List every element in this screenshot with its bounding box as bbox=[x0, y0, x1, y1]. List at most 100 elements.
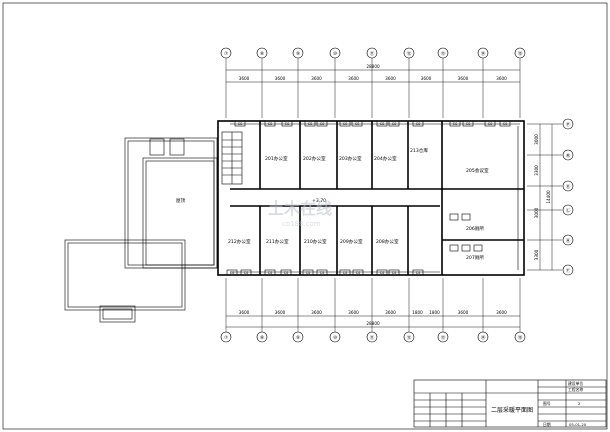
radiator bbox=[226, 269, 238, 276]
radiator-tag: CS bbox=[284, 271, 289, 275]
radiator bbox=[352, 269, 364, 276]
dim-label: 3300 bbox=[534, 249, 539, 260]
axis-label: Ⓗ bbox=[566, 237, 571, 244]
dim-total-label: 28800 bbox=[366, 64, 380, 69]
radiator bbox=[376, 120, 388, 127]
room-label-201: 201办公室 bbox=[265, 155, 288, 162]
dim-label: 1800 bbox=[412, 310, 423, 315]
room-label-208: 208办公室 bbox=[376, 238, 399, 245]
radiator bbox=[302, 269, 314, 276]
room-label-212: 212办公室 bbox=[228, 238, 251, 245]
axis-label: ⑬ bbox=[441, 50, 446, 57]
dim-label: 3600 bbox=[311, 76, 322, 81]
watermark-main: 土木在线 bbox=[268, 199, 332, 218]
radiator bbox=[339, 120, 351, 127]
dim-label: 3600 bbox=[496, 310, 507, 315]
axis-label: ⑬ bbox=[441, 334, 446, 341]
radiator-tag: CS bbox=[503, 122, 508, 126]
radiator-tag: CS bbox=[343, 122, 348, 126]
axis-label: ⑩ bbox=[333, 51, 337, 57]
room-label-203: 203办公室 bbox=[339, 155, 362, 162]
axis-label: Ⓕ bbox=[566, 267, 571, 274]
axis-bubble bbox=[514, 47, 526, 59]
axis-label: Ⓛ bbox=[566, 207, 571, 214]
title-sheet-no-label: 图号 bbox=[543, 401, 551, 406]
dim-label: 3600 bbox=[496, 76, 507, 81]
axis-bubble bbox=[437, 331, 449, 343]
axis-bubble bbox=[329, 47, 341, 59]
roof-wing: 屋顶 bbox=[64, 137, 218, 323]
axis-label: ⑨ bbox=[296, 335, 300, 341]
dim-label: 3000 bbox=[534, 207, 539, 218]
radiator-tag: CS bbox=[416, 122, 421, 126]
radiator-tag: CS bbox=[343, 271, 348, 275]
axis-bubble bbox=[562, 180, 574, 192]
axis-bubble bbox=[220, 47, 232, 59]
radiator bbox=[484, 120, 496, 127]
dim-label: 3600 bbox=[458, 310, 469, 315]
axis-label: ⑨ bbox=[296, 51, 300, 57]
axis-bubble bbox=[292, 47, 304, 59]
radiator-tag: CS bbox=[285, 122, 290, 126]
dim-label: 3600 bbox=[275, 76, 286, 81]
dim-label: 3600 bbox=[239, 76, 250, 81]
axis-label: ⑭ bbox=[481, 334, 486, 341]
dim-label: 3600 bbox=[275, 310, 286, 315]
radiator-tag: CS bbox=[244, 271, 249, 275]
axis-bubble bbox=[562, 234, 574, 246]
radiator bbox=[449, 120, 461, 127]
radiator bbox=[388, 269, 400, 276]
roof-label: 屋顶 bbox=[176, 198, 186, 204]
room-label-206: 206厕所 bbox=[466, 225, 484, 232]
axis-bubble bbox=[403, 47, 415, 59]
radiator-tag: CS bbox=[320, 122, 325, 126]
radiator bbox=[316, 120, 328, 127]
radiator bbox=[280, 269, 292, 276]
axis-label: ⑭ bbox=[481, 50, 486, 57]
axis-label: ⑩ bbox=[333, 335, 337, 341]
radiator bbox=[304, 120, 316, 127]
title-design-label: 工程名称 bbox=[568, 387, 583, 392]
axis-bubble bbox=[329, 331, 341, 343]
axis-label: ⑮ bbox=[518, 334, 523, 341]
axis-bubble bbox=[514, 331, 526, 343]
radiator bbox=[264, 120, 276, 127]
axis-label: ⑫ bbox=[407, 50, 412, 57]
radiator-tag: CS bbox=[453, 122, 458, 126]
dim-label: 3000 bbox=[534, 134, 539, 145]
room-label-205: 205会议室 bbox=[466, 167, 489, 174]
radiator bbox=[339, 269, 351, 276]
dim-label: 3600 bbox=[385, 76, 396, 81]
room-label-213: 213仓库 bbox=[410, 147, 428, 154]
drawing-title: 二层采暖平面图 bbox=[491, 406, 533, 414]
dim-total-label: 14400 bbox=[546, 190, 551, 204]
radiator-tag: CS bbox=[488, 122, 493, 126]
axis-bubble bbox=[562, 204, 574, 216]
axis-bubble bbox=[403, 331, 415, 343]
radiator bbox=[412, 120, 424, 127]
axis-label: ⑮ bbox=[518, 50, 523, 57]
radiator-tag: CS bbox=[238, 122, 243, 126]
axis-bubble bbox=[256, 331, 268, 343]
radiator bbox=[376, 269, 388, 276]
radiator bbox=[462, 120, 474, 127]
axis-bubble bbox=[562, 264, 574, 276]
radiator bbox=[388, 120, 400, 127]
title-date-label: 日期 bbox=[543, 422, 551, 427]
dim-total-label: 28800 bbox=[366, 321, 380, 326]
axis-bubble bbox=[256, 47, 268, 59]
axis-label: ⑧ bbox=[260, 335, 264, 341]
dim-label: 3600 bbox=[385, 310, 396, 315]
axis-label: ⑦ bbox=[224, 51, 228, 57]
axis-bubble bbox=[292, 331, 304, 343]
radiator-tag: CS bbox=[380, 122, 385, 126]
radiator bbox=[240, 269, 252, 276]
radiator-tag: CS bbox=[466, 122, 471, 126]
axis-bubble bbox=[366, 331, 378, 343]
radiator bbox=[264, 269, 276, 276]
